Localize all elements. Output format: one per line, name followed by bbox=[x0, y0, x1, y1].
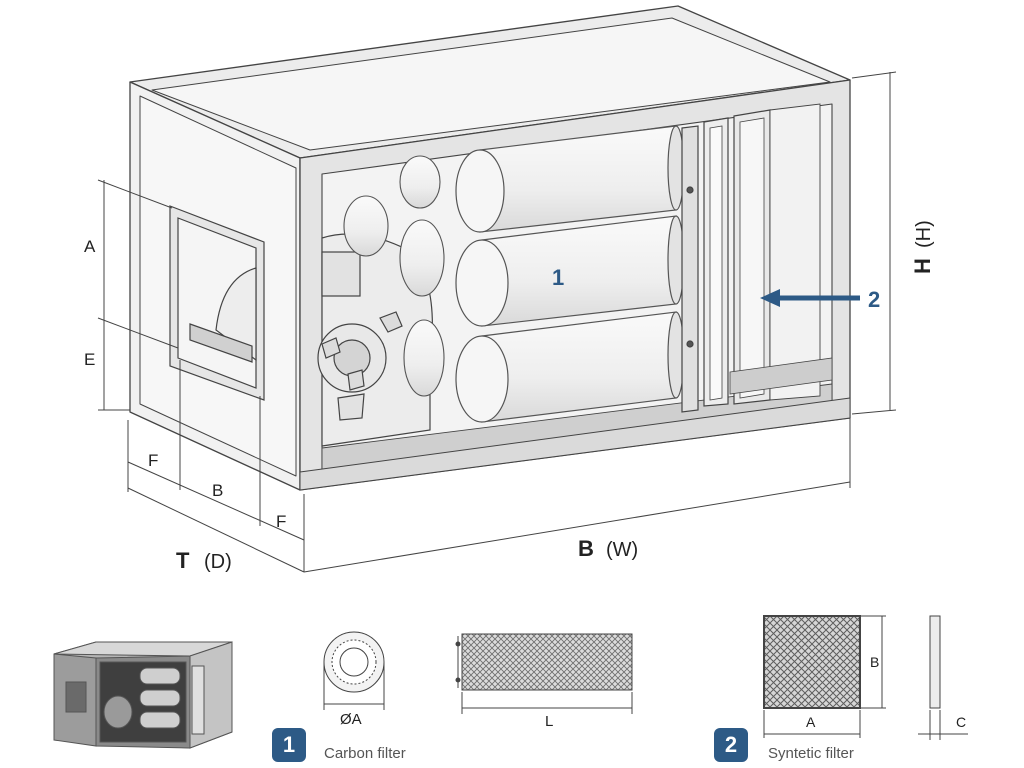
blower-motor bbox=[321, 251, 361, 297]
inlet-grille bbox=[189, 323, 253, 363]
callout-1-label: 1 bbox=[552, 265, 564, 290]
carbon-cylinders-front bbox=[455, 125, 685, 423]
carbon-cylinders-back bbox=[343, 155, 445, 397]
filter-rivet-top bbox=[686, 186, 694, 194]
width-word: (W) bbox=[606, 539, 638, 561]
dim-label-F-right: F bbox=[276, 512, 286, 531]
carbon-cylinder-top bbox=[455, 125, 685, 233]
filter-rivet-bottom bbox=[686, 340, 694, 348]
carbon-filter-badge: 1 bbox=[272, 728, 306, 762]
blower-hub bbox=[333, 339, 371, 377]
blower-clip-top bbox=[379, 311, 403, 333]
depth-word: (D) bbox=[204, 551, 232, 573]
filter-plate bbox=[681, 125, 699, 413]
blower-foot bbox=[337, 393, 365, 421]
blower-fan bbox=[317, 233, 433, 447]
height-label: H (H) bbox=[910, 220, 935, 274]
synthetic-dim-C: C bbox=[956, 714, 966, 730]
depth-letter: T bbox=[176, 548, 190, 573]
carbon-filter-side-view bbox=[455, 633, 633, 714]
carbon-dim-length: L bbox=[545, 713, 553, 730]
depth-label: T (D) bbox=[176, 548, 232, 573]
width-letter: B bbox=[578, 536, 594, 561]
synthetic-filter-front-view bbox=[763, 615, 886, 738]
dim-label-B-side: B bbox=[212, 481, 223, 500]
filter-back-rail bbox=[769, 103, 821, 401]
callout-2-arrow bbox=[760, 289, 860, 307]
width-label: B (W) bbox=[578, 536, 638, 561]
dim-label-F-left: F bbox=[148, 451, 158, 470]
synthetic-filter-caption: Syntetic filter bbox=[768, 745, 854, 762]
carbon-cylinder-bottom bbox=[455, 311, 685, 423]
side-inlet bbox=[169, 205, 265, 401]
dim-label-A: A bbox=[84, 237, 96, 256]
synthetic-dim-B: B bbox=[870, 654, 879, 670]
synthetic-filter-frames bbox=[681, 103, 833, 413]
dimension-lines bbox=[97, 71, 897, 573]
blower-clip-bottom bbox=[347, 369, 365, 391]
filter-frame-2-inner bbox=[739, 117, 765, 399]
synthetic-filter-side-view bbox=[918, 615, 968, 740]
carbon-filter-caption: Carbon filter bbox=[324, 745, 406, 762]
synthetic-dim-A: A bbox=[806, 714, 816, 730]
height-word: (H) bbox=[913, 220, 935, 248]
dim-label-E: E bbox=[84, 350, 95, 369]
filter-frame-1-inner bbox=[709, 125, 723, 401]
synthetic-filter-badge: 2 bbox=[714, 728, 748, 762]
carbon-dim-diameter: ØA bbox=[340, 711, 362, 728]
callout-2-label: 2 bbox=[868, 287, 880, 312]
carbon-filter-end-view bbox=[323, 631, 385, 710]
carbon-cylinder-middle bbox=[455, 215, 685, 327]
blower-clip-left bbox=[321, 337, 341, 359]
product-photo bbox=[53, 641, 233, 749]
filter-rack bbox=[729, 357, 833, 395]
height-letter: H bbox=[910, 258, 935, 274]
housing-top-inner bbox=[151, 17, 831, 151]
